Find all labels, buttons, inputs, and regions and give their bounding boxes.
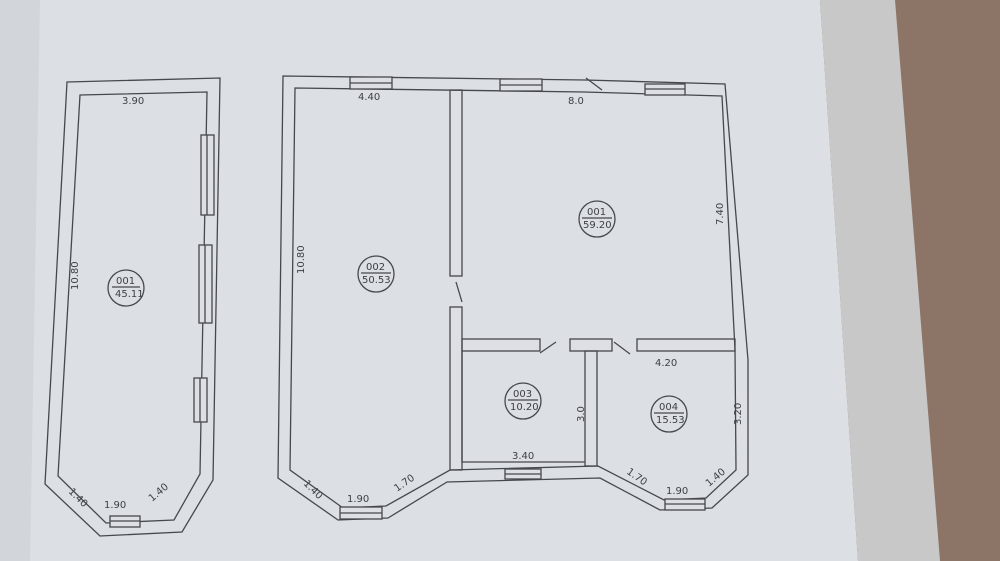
bath-inner-line	[461, 351, 585, 463]
left-plan-labels: 3.90 10.80 1.40 1.90 1.40 001 45.11	[66, 96, 171, 511]
entry-door-swing	[585, 77, 603, 91]
left-room-area: 45.11	[115, 289, 144, 300]
left-room-001-marker	[107, 269, 145, 307]
dim-left-side-right-plan: 10.80	[296, 245, 307, 274]
dim-bottom-left: 1.90	[347, 494, 369, 505]
left-plan-inner-wall	[57, 91, 208, 524]
room4-top-wall	[636, 338, 736, 352]
dim-left-bottom: 1.90	[104, 500, 126, 511]
room-004-area: 15.53	[656, 415, 685, 426]
door-swing-003	[539, 341, 557, 354]
bath-top-wall	[461, 338, 541, 352]
dim-top-left: 4.40	[358, 92, 380, 103]
dim-bottom-right: 1.90	[666, 486, 688, 497]
room-003-area: 10.20	[510, 402, 539, 413]
dim-left-top: 3.90	[122, 96, 144, 107]
dim-room4-right: 3.20	[733, 403, 744, 425]
dim-bath-right: 3.0	[576, 406, 587, 422]
room-002-area: 50.53	[362, 275, 391, 286]
partition-wall-upper	[449, 89, 463, 277]
dim-right-side: 7.40	[715, 203, 726, 225]
door-swing-002	[455, 281, 463, 303]
left-plan-outer-wall	[44, 77, 221, 537]
left-floor-plan	[44, 77, 221, 537]
dim-bath-bottom: 3.40	[512, 451, 534, 462]
dim-mid-right: 4.20	[655, 358, 677, 369]
left-page-edge	[0, 0, 40, 561]
room-001-area: 59.20	[583, 220, 612, 231]
room-001-number: 001	[587, 207, 606, 218]
dim-left-side: 10.80	[70, 261, 81, 290]
left-room-number: 001	[116, 276, 135, 287]
room-002-number: 002	[366, 262, 385, 273]
bath-right-wall	[584, 350, 598, 467]
room-003-number: 003	[513, 389, 532, 400]
book-edge	[820, 0, 940, 561]
right-plan-outer-wall	[277, 75, 749, 521]
room-002-marker	[357, 255, 395, 293]
room-001-marker	[578, 200, 616, 238]
right-floor-plan	[277, 75, 749, 521]
room-004-marker	[650, 395, 688, 433]
dim-top-right: 8.0	[568, 96, 584, 107]
room-004-number: 004	[659, 402, 678, 413]
room-003-marker	[504, 382, 542, 420]
door-swing-004	[613, 341, 631, 355]
